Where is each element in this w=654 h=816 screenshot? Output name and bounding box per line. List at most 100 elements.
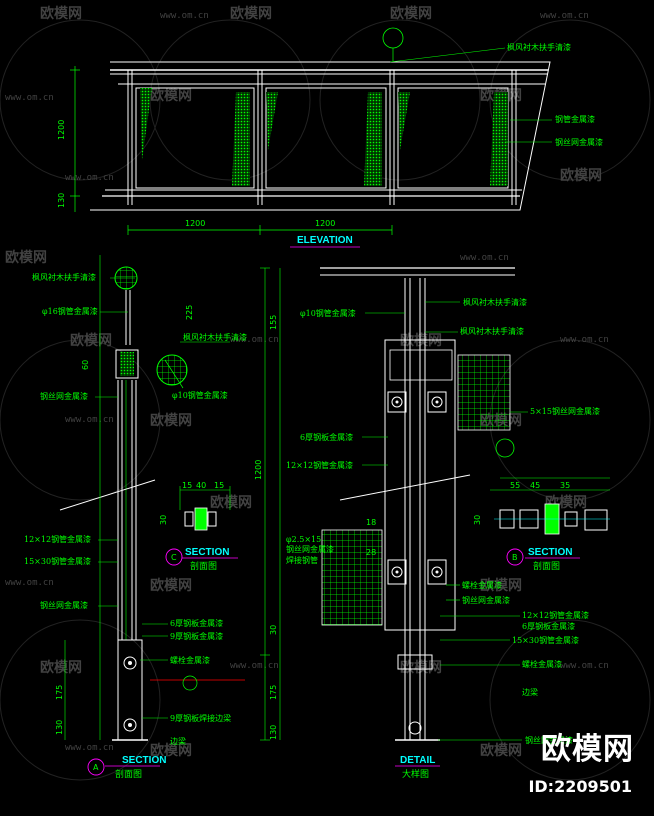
watermark-url: www.om.cn	[65, 173, 114, 183]
watermark-url: www.om.cn	[160, 11, 209, 21]
dim-label: 45	[530, 481, 540, 490]
watermark-id: ID:2209501	[528, 777, 632, 796]
material-label: 枫风衬木扶手清漆	[183, 332, 247, 342]
detail-view: 155 1200 30 175 130 18 28 枫风衬木扶手清漆 φ10钢管…	[254, 267, 600, 780]
dim-label: 30	[473, 515, 482, 525]
section-marker	[382, 27, 404, 49]
dim-label: 1200	[57, 120, 66, 140]
dim-label: 18	[366, 518, 376, 527]
watermark-url: www.om.cn	[540, 11, 589, 21]
watermark-text: 欧模网	[40, 5, 82, 22]
section-marker	[165, 548, 183, 566]
material-label: 边梁	[170, 736, 186, 746]
material-label: 9厚钢板焊接边梁	[170, 713, 231, 723]
section-marker-letter: B	[512, 553, 518, 562]
dim-label: 60	[81, 360, 90, 370]
detail-title: DETAIL	[400, 755, 435, 766]
material-label: 边梁	[522, 687, 538, 697]
section-marker-letter: C	[171, 553, 177, 562]
material-label: 15×30钢管金属漆	[24, 556, 91, 566]
watermark-text: 欧模网	[210, 494, 252, 511]
material-label: φ10钢管金属漆	[172, 390, 228, 400]
watermark-url: www.om.cn	[65, 743, 114, 753]
material-label: 6厚钢板金属漆	[522, 621, 575, 631]
material-label: 6厚钢板金属漆	[170, 618, 223, 628]
material-label: 螺栓金属漆	[522, 659, 562, 669]
dim-label: 225	[185, 305, 194, 320]
dim-label: 175	[55, 685, 64, 700]
watermark-url: www.om.cn	[230, 335, 279, 345]
watermark-text: 欧模网	[150, 412, 192, 429]
section-marker	[506, 548, 524, 566]
elevation-view: 1200 130 1200 1200 枫风衬木扶手清漆 钢管金属漆 钢丝网金属漆…	[57, 27, 603, 248]
dim-label: 40	[196, 481, 206, 490]
dim-label: 15	[214, 481, 224, 490]
dim-label: 155	[269, 315, 278, 330]
watermark-text: 欧模网	[560, 167, 602, 184]
watermark-text: 欧模网	[400, 659, 442, 676]
material-label: φ10钢管金属漆	[300, 308, 356, 318]
dim-label: 130	[269, 725, 278, 740]
material-label: 15×30钢管金属漆	[512, 635, 579, 645]
material-label: 钢丝网金属漆	[40, 391, 88, 401]
section-subtitle: 剖面图	[533, 560, 560, 572]
material-label: 12×12钢管金属漆	[24, 534, 91, 544]
material-label: 钢丝网金属漆	[462, 595, 510, 605]
material-label: 12×12钢管金属漆	[522, 610, 589, 620]
section-c-view: 15 40 15 30 C SECTION 剖面图	[159, 481, 238, 572]
watermark-text: 欧模网	[150, 87, 192, 104]
material-label: 螺栓金属漆	[462, 580, 502, 590]
material-label: φ16钢管金属漆	[42, 306, 98, 316]
elevation-title: ELEVATION	[297, 235, 353, 246]
section-title: SECTION	[185, 547, 229, 558]
watermark-url: www.om.cn	[5, 93, 54, 103]
dim-label: 130	[57, 193, 66, 208]
watermark-url: www.om.cn	[230, 661, 279, 671]
dim-label: 55	[510, 481, 520, 490]
dim-label: 1200	[315, 219, 335, 228]
material-label: 枫风衬木扶手清漆	[460, 326, 524, 336]
material-label: 枫风衬木扶手清漆	[32, 272, 96, 282]
watermark-url: www.om.cn	[5, 578, 54, 588]
dim-label: 1200	[254, 460, 263, 480]
watermark-text: 欧模网	[5, 249, 47, 266]
dim-label: 30	[159, 515, 168, 525]
material-label: 6厚钢板金属漆	[300, 432, 353, 442]
material-label: 钢丝网金属漆	[40, 600, 88, 610]
dim-label: 15	[182, 481, 192, 490]
watermark-text: 欧模网	[480, 742, 522, 759]
material-label: 钢丝网金属漆	[555, 137, 603, 147]
material-label: 枫风衬木扶手清漆	[507, 42, 571, 52]
material-label: 枫风衬木扶手清漆	[463, 297, 527, 307]
watermark-text: 欧模网	[150, 742, 192, 759]
section-b-view: 55 45 35 30 B SECTION 剖面图	[473, 438, 610, 572]
section-a-view: 60 225 175 130 枫风衬木扶手清漆 φ16钢管金属漆 枫风衬木扶手清…	[24, 255, 247, 780]
section-marker	[87, 758, 105, 776]
section-title: SECTION	[528, 547, 572, 558]
material-label: 焊接钢管	[286, 555, 318, 565]
section-marker-letter: A	[93, 763, 99, 772]
watermark-text: 欧模网	[70, 332, 112, 349]
watermark-text: 欧模网	[230, 5, 272, 22]
material-label: 钢丝网金属漆	[525, 735, 573, 745]
dim-label: 130	[55, 720, 64, 735]
watermark-url: www.om.cn	[65, 415, 114, 425]
section-title: SECTION	[122, 755, 166, 766]
watermark-text: 欧模网	[390, 5, 432, 22]
material-label: 钢管金属漆	[555, 114, 595, 124]
material-label: φ2.5×15	[286, 535, 321, 544]
dim-label: 30	[269, 625, 278, 635]
dim-label: 175	[269, 685, 278, 700]
watermark-text: 欧模网	[480, 577, 522, 594]
watermark-text: 欧模网	[40, 659, 82, 676]
watermark-layer: 欧模网 欧模网 欧模网 www.om.cn www.om.cn www.om.c…	[0, 5, 651, 781]
dim-label: 1200	[185, 219, 205, 228]
dim-label: 28	[366, 548, 376, 557]
watermark-text: 欧模网	[150, 577, 192, 594]
watermark-url: www.om.cn	[560, 335, 609, 345]
material-label: 钢丝网金属漆	[286, 544, 334, 554]
watermark-url: www.om.cn	[460, 253, 509, 263]
material-label: 12×12钢管金属漆	[286, 460, 353, 470]
watermark-url: www.om.cn	[560, 661, 609, 671]
